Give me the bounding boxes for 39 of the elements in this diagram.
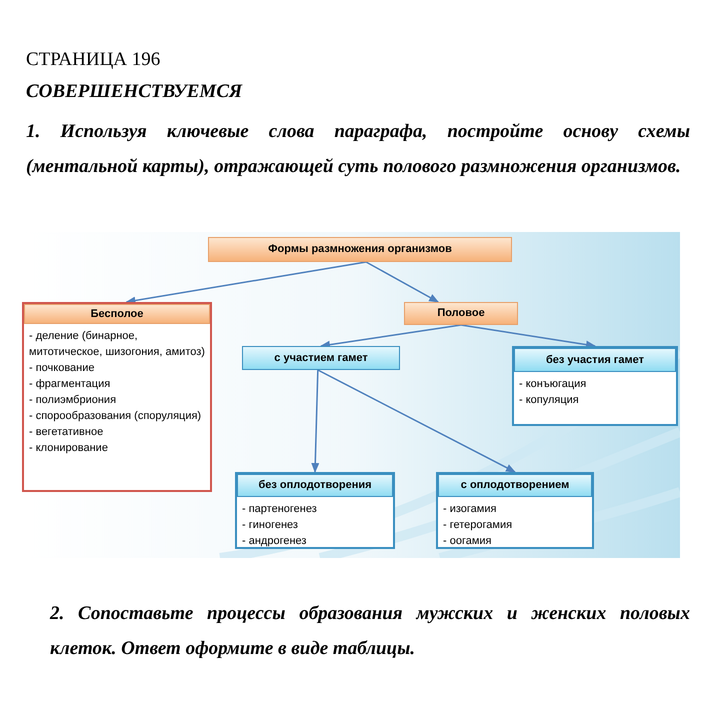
list-item: - оогамия — [443, 534, 493, 549]
box-title: Формы размножения организмов — [268, 242, 452, 258]
title-box — [208, 237, 512, 262]
list-item: - изогамия — [443, 502, 498, 517]
arrow — [311, 370, 320, 473]
card-header: Бесполое — [24, 304, 210, 324]
list-card — [436, 472, 594, 549]
list-item: - конъюгация — [519, 377, 588, 392]
list-item: - клонирование — [29, 441, 109, 456]
page-number: СТРАНИЦА 196 — [26, 48, 160, 72]
task-text: 2. Сопоставьте процессы образования мужских и женских половых клеток. Ответ оформите в виде таблицы. — [50, 602, 690, 661]
arrow — [126, 261, 366, 304]
card-header: без оплодотворения — [237, 474, 393, 497]
card-header: без участия гамет — [514, 348, 676, 372]
section-heading: СОВЕРШЕНСТВУЕМСЯ — [26, 80, 242, 104]
list-item: - фрагментация — [29, 377, 112, 392]
list-item: - гетерогамия — [443, 518, 514, 533]
list-card — [22, 302, 212, 492]
list-card — [235, 472, 395, 549]
arrow — [460, 324, 596, 349]
title-box — [242, 346, 400, 370]
list-item: - гиногенез — [242, 518, 299, 533]
arrow — [366, 261, 440, 303]
box-title: с участием гамет — [274, 350, 368, 366]
list-item: - почкование — [29, 361, 96, 376]
list-item: - партеногенез — [242, 502, 318, 517]
arrow — [320, 324, 462, 349]
list-item: - спорообразования (споруляция) — [29, 409, 202, 424]
task-text: 1. Используя ключевые слова параграфа, постройте основу схемы (ментальной карты), отражающей суть полового размножения организмов. — [26, 120, 690, 179]
list-card — [512, 346, 678, 426]
list-item: - копуляция — [519, 393, 580, 408]
box-title: Половое — [437, 306, 485, 322]
title-box — [404, 302, 518, 325]
list-item: - вегетативное — [29, 425, 104, 440]
list-item: - деление (бинарное, митотическое, шизогония, амитоз) — [29, 329, 205, 360]
list-item: - полиэмбриония — [29, 393, 118, 408]
list-item: - андрогенез — [242, 534, 308, 549]
card-header: с оплодотворением — [438, 474, 592, 497]
arrow — [318, 369, 516, 473]
